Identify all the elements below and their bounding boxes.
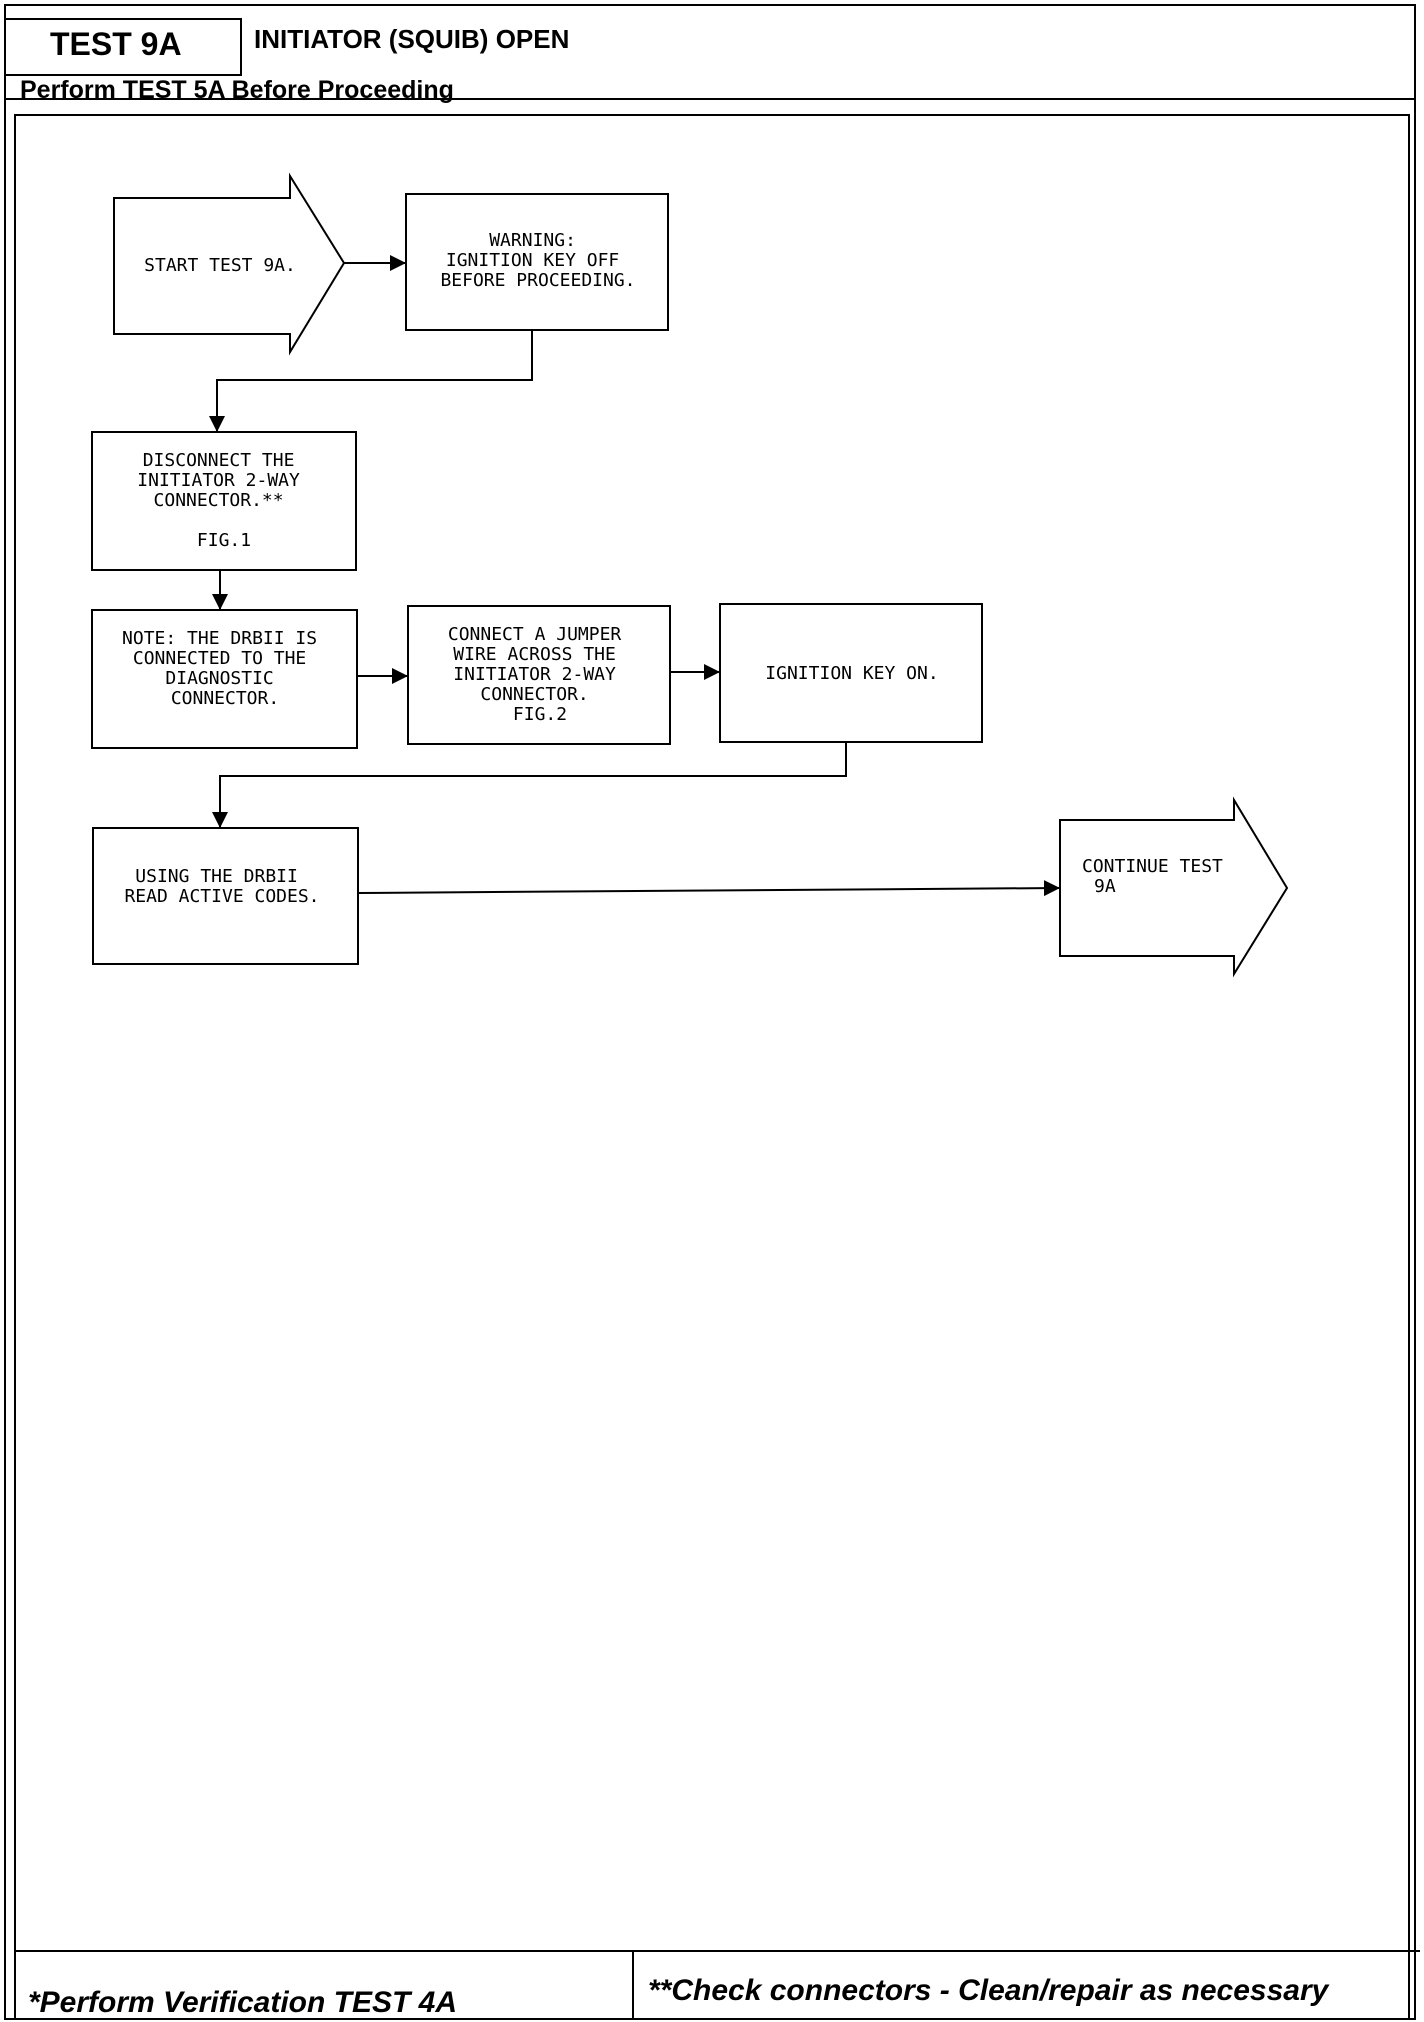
start-text: START TEST 9A.: [144, 255, 296, 276]
footer-divider: [632, 1952, 634, 2020]
body-frame: [14, 114, 1410, 2020]
note-box: [91, 609, 358, 749]
jumper-text: CONNECT A JUMPER WIRE ACROSS THE INITIAT…: [448, 624, 632, 725]
footer-verification-note: *Perform Verification TEST 4A: [28, 1986, 457, 2019]
note-text: NOTE: THE DRBII IS CONNECTED TO THE DIAG…: [122, 628, 328, 709]
warning-text: WARNING: IGNITION KEY OFF BEFORE PROCEED…: [440, 230, 635, 291]
disconnect-text: DISCONNECT THE INITIATOR 2-WAY CONNECTOR…: [137, 450, 310, 551]
continue-arrow-shape: [1059, 796, 1289, 978]
footer-top-rule: [14, 1950, 1420, 1952]
read-codes-text: USING THE DRBII READ ACTIVE CODES.: [124, 866, 319, 907]
ignition-text: IGNITION KEY ON.: [765, 663, 938, 684]
arrow-ignition-to-read: [212, 742, 847, 828]
test-id-box: [4, 18, 242, 76]
continue-text: CONTINUE TEST 9A: [1082, 856, 1234, 897]
warning-box: [405, 193, 669, 331]
footer-connectors-note: **Check connectors - Clean/repair as nec…: [648, 1974, 1329, 2007]
arrow-read-to-continue: [357, 880, 1061, 897]
test-title: INITIATOR (SQUIB) OPEN: [254, 24, 570, 54]
ignition-box: [719, 603, 983, 743]
flow-connectors: [209, 255, 1061, 897]
prerequisite-note: Perform TEST 5A Before Proceeding: [20, 76, 454, 104]
start-arrow-shape: [113, 172, 346, 356]
flow-shapes: [91, 172, 1289, 978]
jumper-box: [407, 605, 671, 745]
disconnect-box: [91, 431, 357, 571]
read-codes-box: [92, 827, 359, 965]
arrow-warning-to-disconnect: [209, 330, 533, 432]
header-divider: [4, 98, 1416, 100]
test-id: TEST 9A: [50, 26, 182, 62]
